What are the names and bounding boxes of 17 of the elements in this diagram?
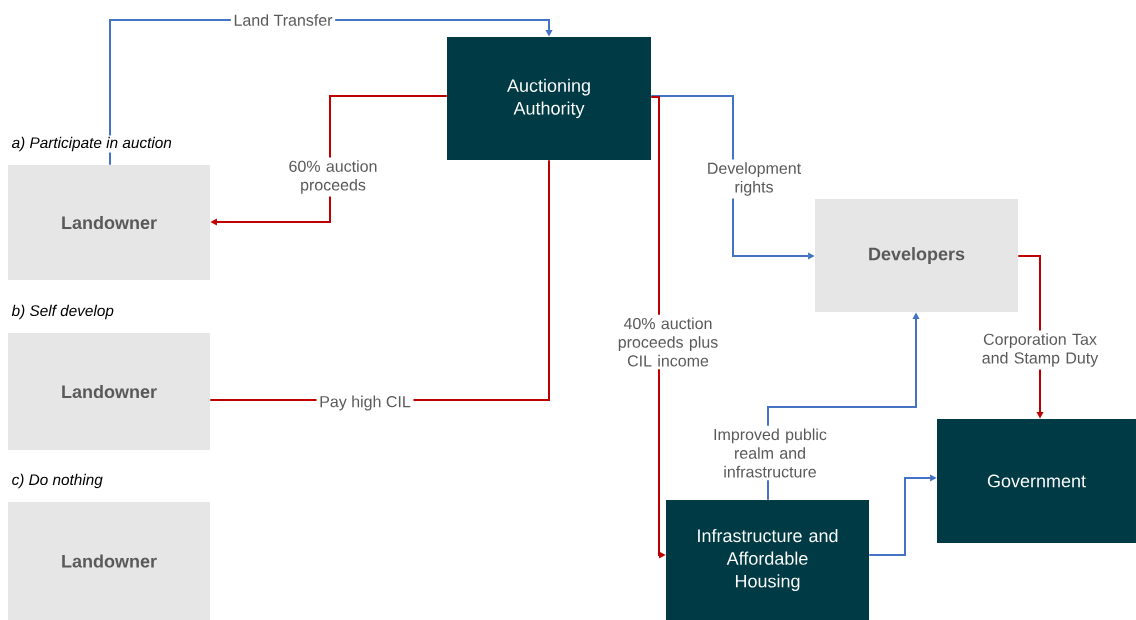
edge-label: Pay high CIL bbox=[316, 392, 414, 414]
edge-label: Corporation Tax and Stamp Duty bbox=[966, 330, 1114, 370]
process-box: Government bbox=[937, 419, 1136, 543]
stakeholder-box: Landowner bbox=[8, 502, 210, 620]
edge-label: Improved public realm and infrastructure bbox=[702, 425, 838, 481]
edge-label: 60% auction proceeds bbox=[277, 157, 389, 197]
edge-label: Development rights bbox=[698, 159, 810, 199]
option-heading: b) Self develop bbox=[10, 303, 116, 321]
edge-label: Land Transfer bbox=[230, 11, 336, 29]
option-heading: c) Do nothing bbox=[10, 472, 105, 490]
process-box: Infrastructure and Affordable Housing bbox=[666, 500, 869, 620]
stakeholder-box: Landowner bbox=[8, 165, 210, 280]
edge-label: 40% auction proceeds plus CIL income bbox=[598, 314, 738, 370]
stakeholder-box: Landowner bbox=[8, 333, 210, 450]
option-heading: a) Participate in auction bbox=[10, 135, 174, 153]
stakeholder-box: Developers bbox=[815, 199, 1018, 312]
process-box: Auctioning Authority bbox=[447, 37, 651, 160]
